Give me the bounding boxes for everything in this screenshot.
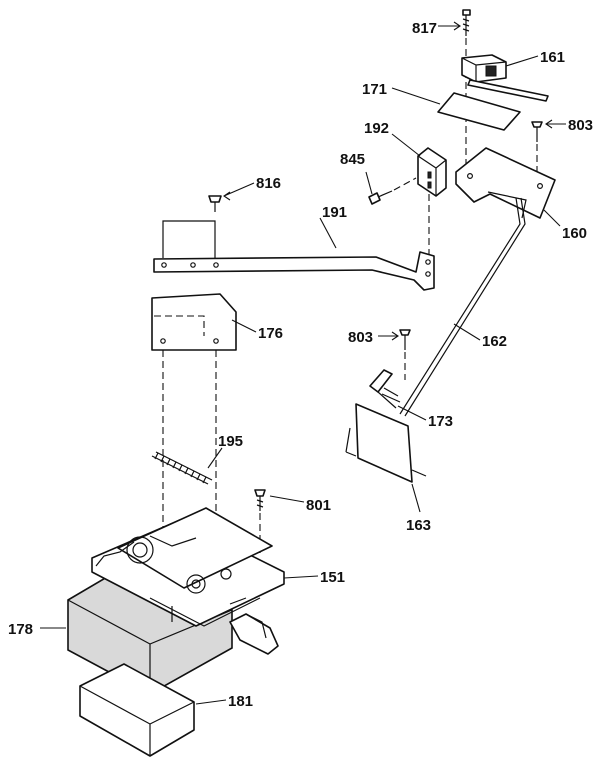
alignment-line <box>393 177 417 191</box>
callout-176: 176 <box>258 325 283 342</box>
leader-lines <box>40 21 566 705</box>
callout-817: 817 <box>412 20 437 37</box>
part-161-switch <box>461 54 549 102</box>
callout-801: 801 <box>306 497 331 514</box>
part-162-rod <box>399 197 526 417</box>
part-817-screw <box>462 9 471 36</box>
part-163-plate <box>345 403 427 483</box>
part-171-insulator <box>437 92 521 131</box>
part-195-spring <box>151 451 213 485</box>
callout-161: 161 <box>540 49 565 66</box>
alignment-line <box>162 220 216 258</box>
part-173-spring <box>369 369 401 409</box>
callout-816: 816 <box>256 175 281 192</box>
callout-845: 845 <box>340 151 365 168</box>
part-816-screw <box>208 195 222 212</box>
callout-803: 803 <box>568 117 593 134</box>
callout-labels: 817 161 171 803 192 845 160 816 191 176 … <box>8 20 593 710</box>
part-803-screw-upper <box>531 121 543 142</box>
callout-178: 178 <box>8 621 33 638</box>
part-801-screw <box>254 489 266 511</box>
callout-163: 163 <box>406 517 431 534</box>
part-181-block <box>79 663 195 757</box>
callout-151: 151 <box>320 569 345 586</box>
part-160-bracket <box>455 147 556 219</box>
part-191-lever <box>153 251 435 291</box>
part-176-pad <box>151 293 237 351</box>
part-803-screw-lower <box>399 329 411 350</box>
callout-195: 195 <box>218 433 243 450</box>
part-192-block <box>417 147 447 197</box>
callout-191: 191 <box>322 204 347 221</box>
callout-160: 160 <box>562 225 587 242</box>
callout-803: 803 <box>348 329 373 346</box>
callout-181: 181 <box>228 693 253 710</box>
callout-162: 162 <box>482 333 507 350</box>
part-845-screw <box>368 190 393 205</box>
callout-192: 192 <box>364 120 389 137</box>
part-151-assembly <box>91 507 285 655</box>
callout-173: 173 <box>428 413 453 430</box>
callout-171: 171 <box>362 81 387 98</box>
